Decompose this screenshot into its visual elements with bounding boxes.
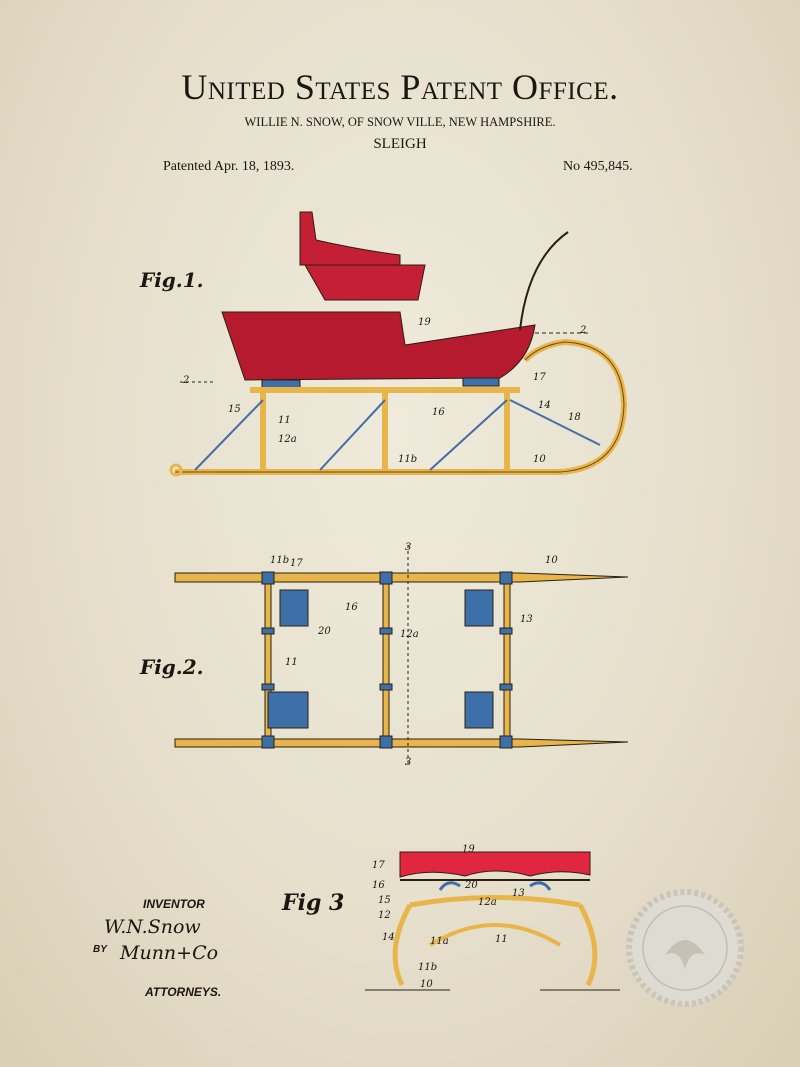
- numeral: 13: [512, 888, 525, 899]
- fig1-numerals: 19 2 2 17 15 14 11 18 12a 11b 10 16: [182, 317, 586, 465]
- inventor-label: INVENTOR: [143, 897, 205, 911]
- numeral: 2: [579, 325, 586, 336]
- patent-date: Patented Apr. 18, 1893.: [163, 159, 295, 174]
- numeral: 20: [317, 626, 331, 637]
- numeral: 2: [182, 375, 189, 386]
- fig3-end-drawing: [365, 851, 620, 991]
- numeral: 16: [372, 880, 385, 891]
- numeral: 17: [372, 860, 385, 871]
- fig2-plan-drawing: [174, 545, 629, 765]
- numeral: 17: [290, 558, 303, 569]
- inventor-line: WILLIE N. SNOW, OF SNOW VILLE, NEW HAMPS…: [244, 115, 556, 129]
- inventor-signature: W.N.Snow: [104, 916, 201, 938]
- numeral: 11: [278, 415, 291, 426]
- numeral: 12a: [478, 897, 497, 908]
- numeral: 15: [228, 404, 241, 415]
- page-title: United States Patent Office.: [181, 67, 619, 107]
- fig2-numerals: 11b 17 3 10 16 20 13 12a 11 3: [270, 542, 558, 768]
- numeral: 20: [464, 880, 478, 891]
- embossed-seal: [626, 889, 744, 1007]
- numeral: 11b: [418, 962, 437, 973]
- numeral: 11: [495, 934, 508, 945]
- by-label: BY: [93, 944, 107, 955]
- numeral: 16: [345, 602, 358, 613]
- numeral: 10: [420, 979, 433, 990]
- numeral: 10: [545, 555, 558, 566]
- numeral: 19: [462, 844, 475, 855]
- numeral: 10: [533, 454, 546, 465]
- fig1-sleigh-drawing: [169, 211, 628, 477]
- fig3-numerals: 19 17 16 15 12 20 13 12a 11 14 11a 11b 1…: [372, 844, 525, 990]
- numeral: 11b: [398, 454, 417, 465]
- numeral: 16: [432, 407, 445, 418]
- fig1-label: Fig.1.: [140, 268, 204, 292]
- numeral: 17: [533, 372, 546, 383]
- numeral: 3: [405, 757, 411, 768]
- fig2-label: Fig.2.: [140, 655, 204, 679]
- numeral: 13: [520, 614, 533, 625]
- numeral: 11b: [270, 555, 289, 566]
- fig3-label: Fig 3: [282, 890, 345, 916]
- numeral: 12a: [400, 629, 419, 640]
- patent-subject: SLEIGH: [373, 136, 427, 152]
- numeral: 14: [538, 400, 551, 411]
- attorney-signature: Munn+Co: [120, 942, 219, 964]
- numeral: 14: [382, 932, 395, 943]
- numeral: 12a: [278, 434, 297, 445]
- numeral: 11a: [430, 936, 449, 947]
- numeral: 12: [378, 910, 391, 921]
- numeral: 19: [418, 317, 431, 328]
- attorneys-label: ATTORNEYS.: [145, 985, 222, 999]
- patent-number: No 495,845.: [563, 159, 633, 174]
- numeral: 15: [378, 895, 391, 906]
- numeral: 18: [568, 412, 581, 423]
- numeral: 11: [285, 657, 298, 668]
- numeral: 3: [405, 542, 411, 553]
